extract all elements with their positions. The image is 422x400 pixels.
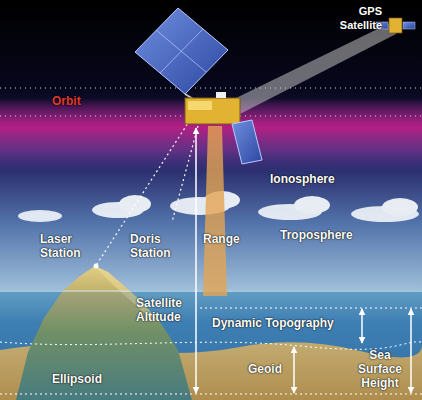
station-label: Doris Station [130,232,180,260]
orbit-label: Orbit [52,94,81,108]
geoid-arrow [293,347,295,393]
layer-label: Troposphere [280,228,353,242]
panel-grid [156,30,206,72]
cloud [294,196,330,214]
satellite-instrument [216,92,226,98]
gps-satellite-body [389,18,402,33]
altitude-arrow [195,128,197,393]
ellipsoid-line [0,394,422,395]
surface-label: Ellipsoid [52,372,102,386]
topography-label: Dynamic Topography [212,316,334,330]
water-tint [0,292,422,400]
topography-arrow [361,309,363,343]
sea-surface-line [200,308,422,309]
gps-panel [403,22,415,29]
cloud [18,210,62,222]
layer-label: Ionosphere [270,172,335,186]
gps-link-beam [236,22,396,114]
surface-label: Geoid [248,362,282,376]
sea [0,290,422,400]
satellite-highlight [188,101,212,110]
solar-panel [232,120,262,164]
station-label: Laser Station [40,232,90,260]
range-label: Range [203,232,240,246]
laser-link [97,120,190,264]
geoid-line [0,342,422,349]
solar-panel [135,8,228,94]
doris-link [172,126,198,222]
orbit-line [0,88,422,89]
cloud [119,195,151,213]
cloud [382,198,418,216]
sea-height-arrow [410,309,412,393]
altitude-label: Satellite Altitude [136,296,192,324]
satellite-body [185,98,240,124]
range-beam [203,126,227,296]
laser-station-marker [94,264,99,269]
panel-grid [160,29,203,73]
satellite-label: GPS Satellite [326,4,382,32]
surface-label: Sea Surface Height [354,348,406,390]
